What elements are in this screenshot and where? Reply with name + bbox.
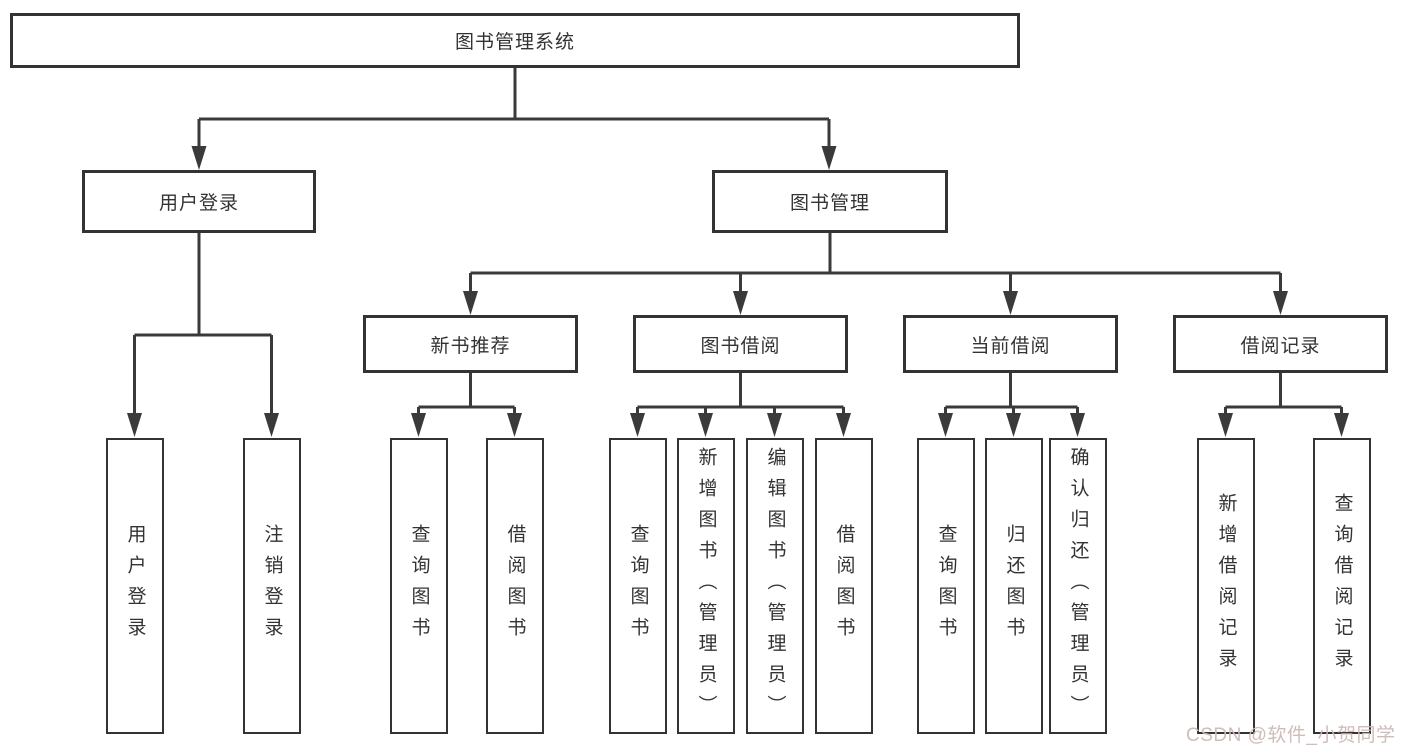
leaf-logout-label: 注销登录 bbox=[261, 524, 283, 648]
connector-login-stem bbox=[134, 233, 272, 337]
leaf-newbook-borrow: 借阅图书 bbox=[486, 438, 544, 734]
arrowhead-l3d bbox=[1273, 291, 1288, 315]
leaf-borrow-add-admin-label: 新增图书（管理员） bbox=[695, 446, 717, 726]
leaf-current-query: 查询图书 bbox=[917, 438, 975, 734]
node-user-login-label: 用户登录 bbox=[158, 193, 239, 214]
leaf-records-query: 查询借阅记录 bbox=[1313, 438, 1371, 734]
leaf-borrow-query: 查询图书 bbox=[609, 438, 667, 734]
node-new-book-recommend-label: 新书推荐 bbox=[430, 335, 511, 357]
node-root-system: 图书管理系统 bbox=[10, 13, 1020, 68]
leaf-current-return: 归还图书 bbox=[985, 438, 1043, 734]
leaf-borrow-edit-admin: 编辑图书（管理员） bbox=[746, 438, 804, 734]
leaf-borrow-query-label: 查询图书 bbox=[627, 524, 649, 648]
node-borrow-records-label: 借阅记录 bbox=[1240, 335, 1321, 357]
node-book-management: 图书管理 bbox=[712, 170, 948, 233]
connector-newbook-stem bbox=[418, 373, 515, 409]
node-book-borrow: 图书借阅 bbox=[633, 315, 848, 373]
leaf-newbook-query-label: 查询图书 bbox=[408, 524, 430, 648]
leaf-logout: 注销登录 bbox=[243, 438, 301, 734]
arrowhead-current-leaf3 bbox=[1070, 413, 1085, 437]
leaf-records-add-label: 新增借阅记录 bbox=[1215, 493, 1237, 679]
arrowhead-login-leaf1 bbox=[127, 413, 142, 437]
leaf-borrow-add-admin: 新增图书（管理员） bbox=[677, 438, 735, 734]
leaf-current-return-label: 归还图书 bbox=[1003, 524, 1025, 648]
connector-current-stem bbox=[945, 373, 1078, 409]
node-new-book-recommend: 新书推荐 bbox=[363, 315, 578, 373]
arrowhead-borrow-leaf3 bbox=[767, 413, 782, 437]
leaf-records-add: 新增借阅记录 bbox=[1197, 438, 1255, 734]
node-current-borrow: 当前借阅 bbox=[903, 315, 1118, 373]
leaf-newbook-query: 查询图书 bbox=[390, 438, 448, 734]
leaf-current-query-label: 查询图书 bbox=[935, 524, 957, 648]
node-current-borrow-label: 当前借阅 bbox=[970, 335, 1051, 357]
arrowhead-borrow-leaf4 bbox=[836, 413, 851, 437]
connector-mgmt-stem bbox=[470, 233, 1281, 275]
csdn-watermark: CSDN @软件_小贺同学 bbox=[1186, 725, 1396, 746]
arrowhead-l3a bbox=[463, 291, 478, 315]
arrowhead-l3b bbox=[733, 291, 748, 315]
arrowhead-current-leaf1 bbox=[938, 413, 953, 437]
arrowhead-login bbox=[191, 146, 207, 170]
leaf-borrow-book: 借阅图书 bbox=[815, 438, 873, 734]
arrowhead-borrow-leaf1 bbox=[630, 413, 645, 437]
leaf-records-query-label: 查询借阅记录 bbox=[1331, 493, 1353, 679]
leaf-newbook-borrow-label: 借阅图书 bbox=[504, 524, 526, 648]
leaf-borrow-edit-admin-label: 编辑图书（管理员） bbox=[764, 446, 786, 726]
connector-records-stem bbox=[1225, 373, 1342, 409]
arrowhead-mgmt bbox=[821, 146, 837, 170]
arrowhead-newbook-leaf1 bbox=[411, 413, 426, 437]
leaf-borrow-book-label: 借阅图书 bbox=[833, 524, 855, 648]
node-root-label: 图书管理系统 bbox=[454, 32, 575, 53]
node-borrow-records: 借阅记录 bbox=[1173, 315, 1388, 373]
leaf-current-confirm-admin: 确认归还（管理员） bbox=[1049, 438, 1107, 734]
leaf-current-confirm-admin-label: 确认归还（管理员） bbox=[1067, 446, 1089, 726]
node-book-management-label: 图书管理 bbox=[789, 193, 870, 214]
node-user-login: 用户登录 bbox=[82, 170, 316, 233]
arrowhead-records-leaf2 bbox=[1334, 413, 1349, 437]
connector-root-stem bbox=[199, 68, 829, 121]
node-book-borrow-label: 图书借阅 bbox=[700, 335, 781, 357]
leaf-user-login: 用户登录 bbox=[106, 438, 164, 734]
arrowhead-records-leaf1 bbox=[1218, 413, 1233, 437]
arrowhead-login-leaf2 bbox=[264, 413, 279, 437]
arrowhead-l3c bbox=[1003, 291, 1018, 315]
arrowhead-borrow-leaf2 bbox=[698, 413, 713, 437]
connector-borrow-stem bbox=[637, 373, 844, 409]
leaf-user-login-label: 用户登录 bbox=[124, 524, 146, 648]
arrowhead-newbook-leaf2 bbox=[507, 413, 522, 437]
arrowhead-current-leaf2 bbox=[1006, 413, 1021, 437]
